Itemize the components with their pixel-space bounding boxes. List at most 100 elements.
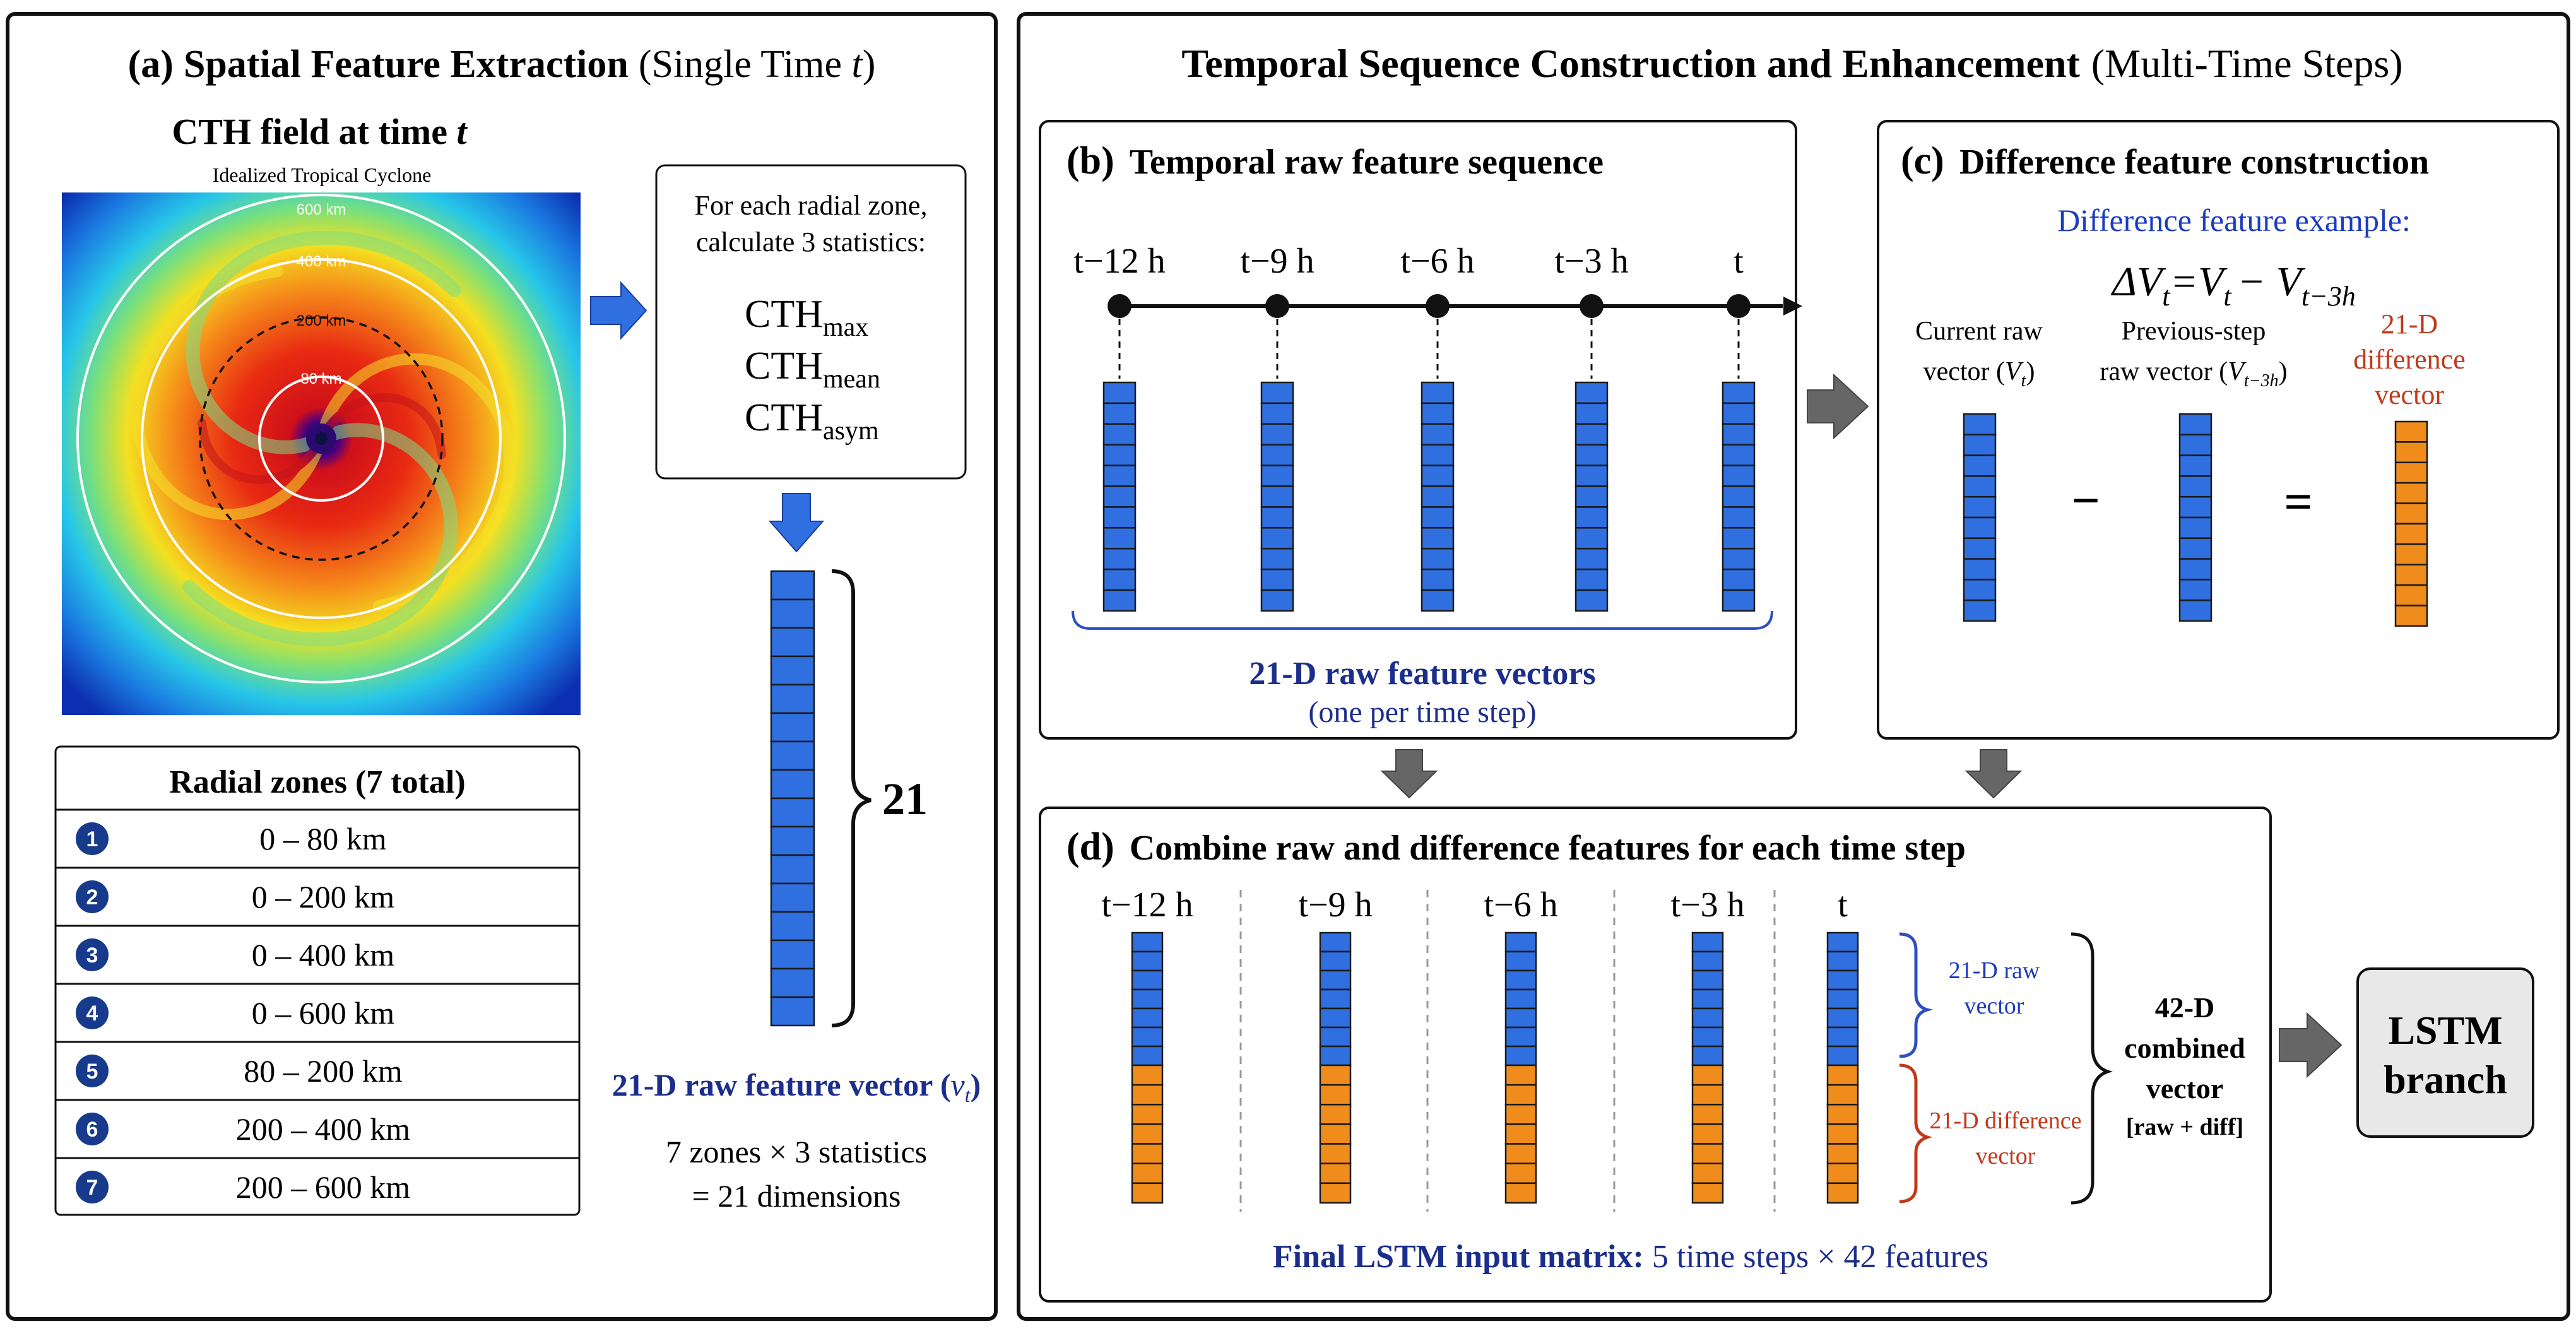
timeline-dot bbox=[1580, 294, 1604, 318]
stat-cth-mean: CTHmean bbox=[745, 345, 880, 394]
vector-cell bbox=[2178, 579, 2213, 601]
vector-cell bbox=[1421, 423, 1455, 446]
vector-cell bbox=[1421, 444, 1455, 466]
vector-cell bbox=[1826, 950, 1859, 972]
ring-label-200km: 200 km bbox=[297, 312, 346, 329]
vector-cell bbox=[2178, 495, 2213, 519]
vector-cell bbox=[770, 683, 815, 714]
vector-cell bbox=[1826, 1162, 1859, 1185]
raw-vector-d bbox=[1691, 931, 1724, 1067]
ring-label-80km: 80 km bbox=[300, 370, 341, 387]
vector-cell bbox=[1319, 1123, 1352, 1145]
raw-vector-b bbox=[1102, 381, 1137, 612]
vector-cell bbox=[770, 712, 815, 743]
raw-vector-label-2: vector bbox=[1964, 993, 2024, 1019]
brace-label-21: 21 bbox=[882, 774, 928, 824]
stats-box bbox=[655, 164, 967, 480]
vector-cell bbox=[770, 939, 815, 970]
zone-number: 7 bbox=[86, 1176, 98, 1200]
vector-cell bbox=[1691, 1084, 1724, 1106]
timestep-column-b: t−9 h bbox=[1240, 242, 1315, 612]
timestep-label: t−3 h bbox=[1670, 885, 1744, 925]
difference-example-label: Difference feature example: bbox=[2057, 203, 2411, 238]
zone-number-badge bbox=[76, 1171, 109, 1203]
difference-vector bbox=[2394, 420, 2428, 627]
raw-vector-d bbox=[1131, 931, 1164, 1067]
vector-cell bbox=[1575, 402, 1609, 425]
timestep-label: t−12 h bbox=[1073, 242, 1165, 281]
raw-vector-b bbox=[1421, 381, 1455, 612]
diff-vector-d-label-1: 21-D difference bbox=[1930, 1108, 2082, 1134]
vector-cell bbox=[1102, 568, 1137, 591]
zone-number: 3 bbox=[86, 943, 98, 967]
ring-600km bbox=[76, 194, 566, 683]
timestep-column-b: t bbox=[1722, 242, 1756, 612]
vector-cell bbox=[1963, 495, 1997, 519]
zone-number: 1 bbox=[86, 827, 98, 851]
vector-cell bbox=[1963, 599, 1997, 622]
diff-vector-label-3: vector bbox=[2375, 379, 2444, 410]
vector-cell bbox=[770, 797, 815, 828]
arrow-down-icon bbox=[768, 493, 825, 553]
vector-cell bbox=[1131, 1143, 1164, 1164]
zone-number: 6 bbox=[86, 1118, 98, 1142]
vector-cell bbox=[1421, 402, 1455, 425]
timestep-column-b: t−12 h bbox=[1073, 242, 1166, 612]
vector-cell bbox=[1102, 506, 1137, 529]
vector-cell bbox=[1319, 1045, 1352, 1067]
zone-range: 0 – 400 km bbox=[252, 937, 395, 972]
vector-cell bbox=[1691, 1143, 1724, 1164]
zone-row: 3 0 – 400 km bbox=[76, 937, 394, 972]
timestep-label: t−9 h bbox=[1240, 242, 1314, 281]
vector-cell bbox=[1826, 1064, 1859, 1086]
vector-cell bbox=[1102, 527, 1137, 550]
previous-raw-vector bbox=[2178, 413, 2213, 622]
prev-vector-label-1: Previous-step bbox=[2122, 317, 2266, 346]
vector-cell bbox=[1826, 1143, 1859, 1164]
vector-cell bbox=[1504, 969, 1537, 991]
vector-cell bbox=[2178, 599, 2213, 622]
zone-number-badge bbox=[76, 822, 109, 855]
vector-cell bbox=[2178, 434, 2213, 456]
vector-cell bbox=[1575, 381, 1609, 405]
vector-cell bbox=[1131, 1084, 1164, 1106]
vector-cell bbox=[1504, 1045, 1537, 1067]
current-raw-vector bbox=[1963, 413, 1997, 622]
vector-cell bbox=[1319, 1007, 1352, 1029]
timeline-dot bbox=[1108, 294, 1131, 318]
stat-cth-max: CTHmax bbox=[745, 293, 868, 342]
vector-cell bbox=[2178, 475, 2213, 498]
ring-80km bbox=[258, 375, 384, 502]
panel-d-frame bbox=[1039, 807, 2272, 1303]
vector-cell bbox=[770, 825, 815, 856]
vector-cell bbox=[1575, 506, 1609, 529]
combined-label-2: combined bbox=[2124, 1032, 2245, 1064]
vector-cell bbox=[1826, 1182, 1859, 1204]
vector-cell bbox=[1504, 1182, 1537, 1204]
brace-combined bbox=[2071, 932, 2113, 1205]
vector-cell bbox=[1722, 444, 1756, 466]
vector-cell bbox=[1722, 402, 1756, 425]
vector-cell bbox=[1131, 988, 1164, 1010]
vector-cell bbox=[1102, 589, 1137, 612]
vector-cell bbox=[1131, 1123, 1164, 1145]
vector-cell bbox=[1575, 527, 1609, 550]
timestep-column-b: t−3 h bbox=[1554, 242, 1629, 612]
current-vector-label-1: Current raw bbox=[1915, 317, 2043, 346]
vector-cell bbox=[1963, 537, 1997, 560]
difference-vector-d bbox=[1826, 1064, 1859, 1204]
vector-cell bbox=[1963, 454, 1997, 477]
vector-cell bbox=[1691, 1045, 1724, 1067]
timestep-column-d: t bbox=[1826, 885, 1859, 1204]
minus-sign: − bbox=[2071, 473, 2100, 529]
cth-field-title: CTH field at time t bbox=[172, 111, 468, 152]
vector-cell bbox=[1504, 1084, 1537, 1106]
vector-cell bbox=[1722, 506, 1756, 529]
timeline-dot bbox=[1426, 294, 1450, 318]
vector-cell bbox=[1826, 931, 1859, 953]
vector-cell bbox=[770, 882, 815, 913]
vector-cell bbox=[1102, 402, 1137, 425]
